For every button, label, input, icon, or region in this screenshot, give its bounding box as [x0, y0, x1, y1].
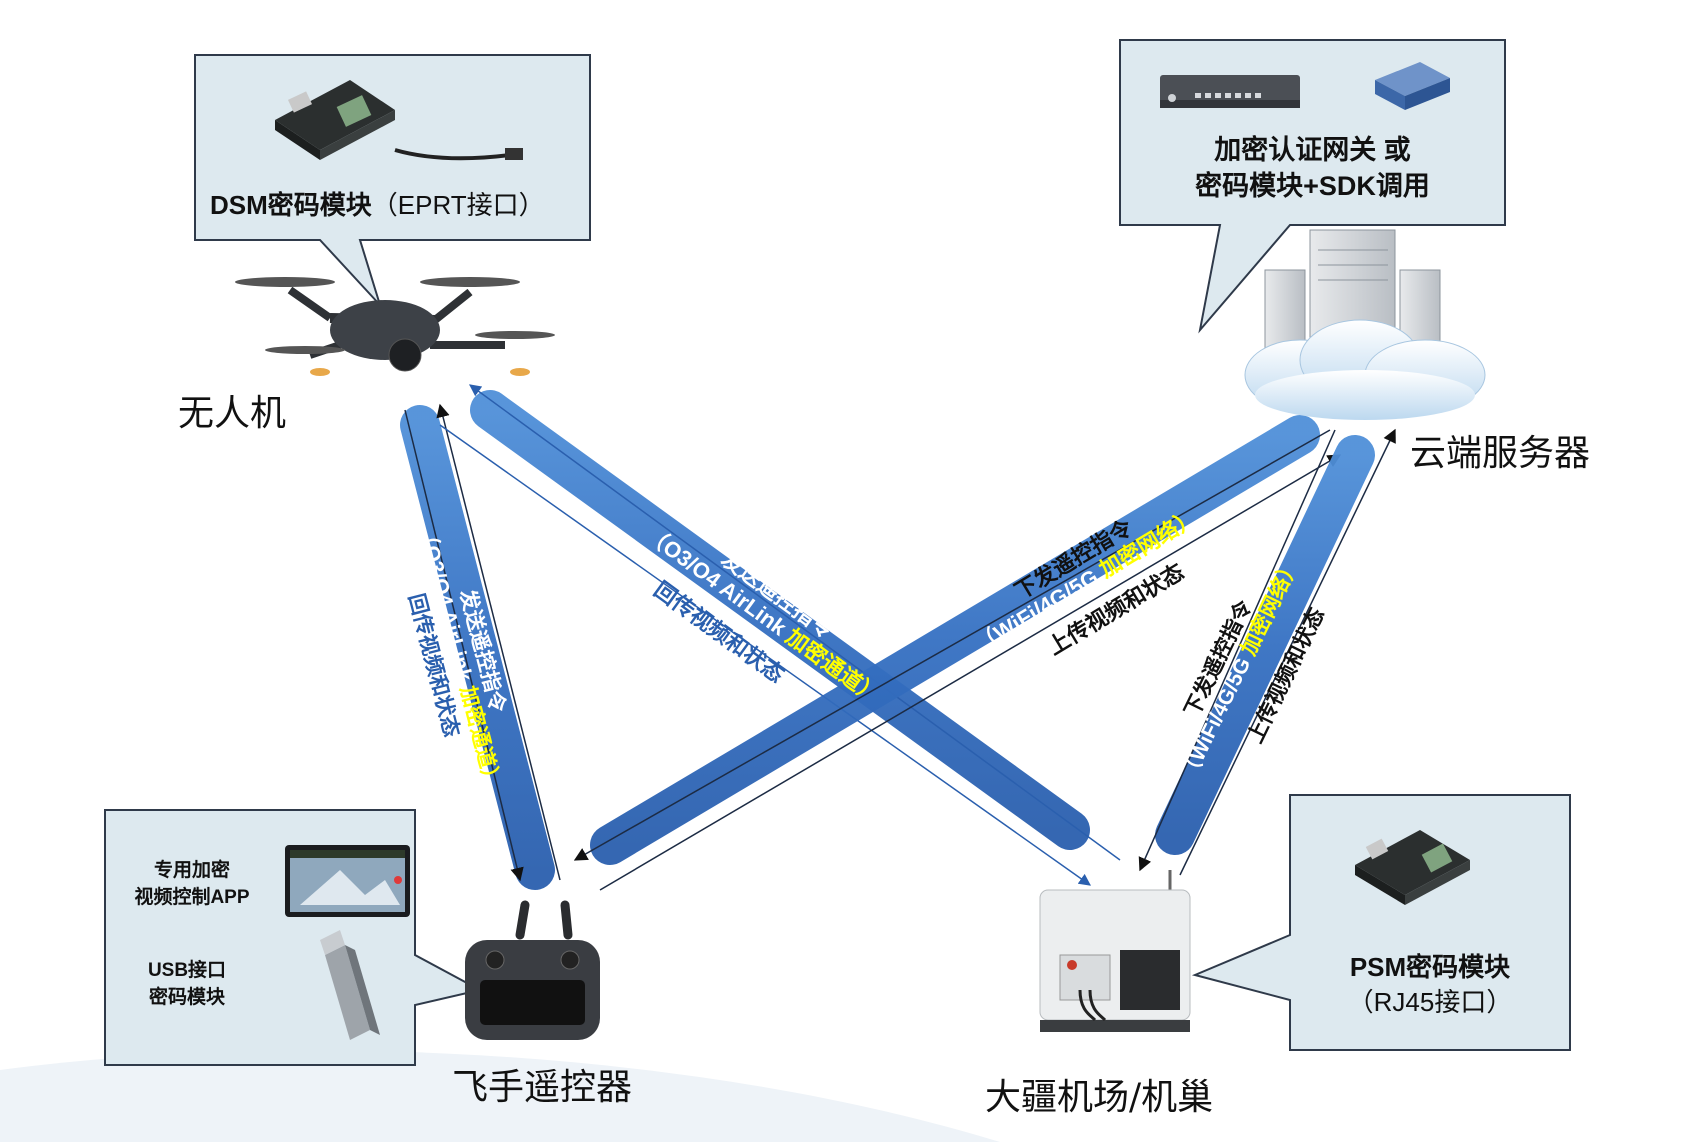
app-caption: 专用加密 视频控制APP: [112, 858, 272, 911]
psm-module-title: PSM密码模块: [1349, 952, 1511, 982]
app-screen-image: [285, 845, 410, 917]
drone-label: 无人机: [178, 393, 287, 434]
cloud-gateway-caption: 加密认证网关 或 密码模块+SDK调用: [1120, 132, 1505, 205]
dsm-module-interface: （EPRT接口）: [371, 190, 545, 220]
usb-caption-line1: USB接口: [147, 960, 227, 981]
cloud-server-image: [1244, 229, 1486, 420]
app-caption-line1: 专用加密: [153, 860, 230, 881]
dsm-module-title: DSM密码模块: [210, 190, 372, 220]
dock-label: 大疆机场/机巢: [985, 1077, 1214, 1118]
dock-image: [1039, 870, 1191, 1032]
dsm-module-caption: DSM密码模块（EPRT接口）: [210, 185, 545, 222]
band-drone-remote: [400, 403, 561, 890]
psm-module-image: [1355, 830, 1470, 905]
drone-image: [235, 277, 555, 376]
background-wave: [0, 1050, 1000, 1142]
callout-cloud: [1119, 39, 1506, 334]
band-dock-cloud: [1138, 428, 1396, 876]
dsm-module-image: [275, 80, 523, 161]
crypto-module-device-image: [1375, 62, 1450, 110]
callout-dock: [1191, 794, 1571, 1051]
app-caption-line2: 视频控制APP: [134, 886, 250, 908]
cloud-server-label: 云端服务器: [1410, 433, 1591, 474]
callout-drone: [194, 54, 591, 306]
usb-caption: USB接口 密码模块: [112, 958, 262, 1011]
band-drone-dock: [439, 384, 1121, 886]
usb-module-image: [320, 930, 380, 1040]
remote-controller-label: 飞手遥控器: [452, 1067, 633, 1108]
psm-module-interface: （RJ45接口）: [1347, 987, 1513, 1018]
gateway-device-image: [1160, 75, 1300, 108]
cloud-gateway-line2: 密码模块+SDK调用: [1195, 171, 1430, 202]
band-remote-cloud: [573, 415, 1342, 891]
cloud-gateway-line1: 加密认证网关 或: [1214, 135, 1411, 165]
psm-module-caption: PSM密码模块 （RJ45接口）: [1290, 950, 1570, 1020]
remote-controller-image: [465, 900, 600, 1040]
usb-caption-line2: 密码模块: [148, 986, 225, 1008]
